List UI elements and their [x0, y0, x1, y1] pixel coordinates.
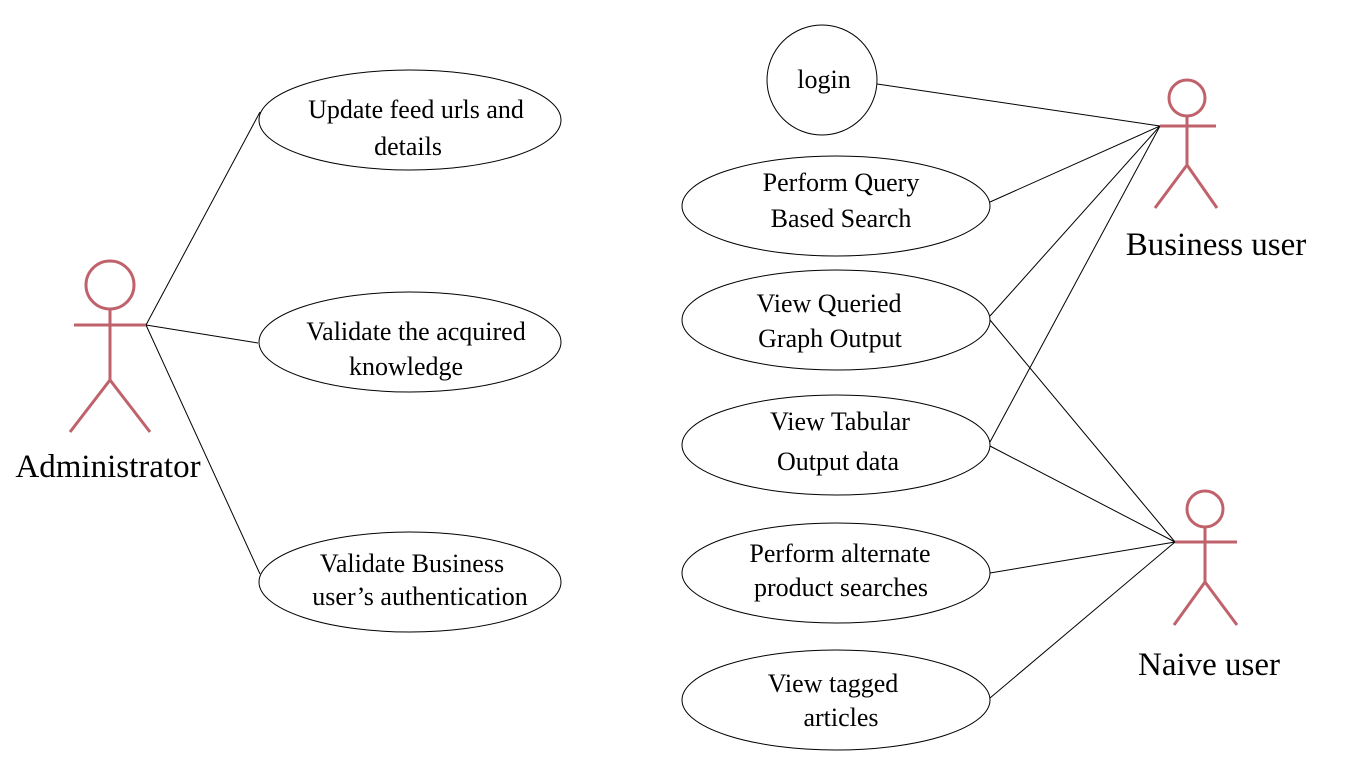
assoc-naive-tagged-articles	[989, 541, 1176, 699]
use-case-alternate-search[interactable]: Perform alternate product searches	[681, 522, 991, 624]
stick-figure-icon	[1172, 489, 1239, 626]
actor-naive-user[interactable]	[1172, 489, 1239, 626]
use-case-label: Output data	[777, 447, 899, 476]
use-case-query-search[interactable]: Perform Query Based Search	[681, 155, 991, 257]
actor-name: Administrator	[15, 449, 200, 485]
actor-business-user[interactable]	[1153, 78, 1219, 209]
use-case-label: details	[374, 132, 442, 161]
use-case-label: View Queried	[757, 289, 902, 318]
use-case-tabular-output[interactable]: View Tabular Output data	[681, 394, 991, 496]
actor-name: Naive user	[1138, 647, 1280, 683]
use-case-label: Perform Query	[763, 168, 920, 197]
actor-administrator[interactable]	[68, 259, 152, 433]
use-case-label: Validate Business	[320, 549, 504, 578]
use-case-label: Perform alternate	[749, 539, 930, 568]
assoc-admin-validate-auth	[145, 324, 261, 575]
use-case-label: View tagged	[768, 669, 899, 698]
associations	[145, 83, 1176, 699]
assoc-business-login	[876, 83, 1161, 127]
assoc-admin-validate-knowledge	[145, 324, 259, 344]
stick-figure-icon	[1153, 78, 1219, 209]
assoc-business-graph-output	[989, 125, 1161, 317]
use-case-login[interactable]: login	[766, 24, 878, 136]
use-case-label: Validate the acquired	[306, 317, 525, 346]
use-case-validate-knowledge[interactable]: Validate the acquired knowledge	[258, 291, 562, 393]
use-case-label: View Tabular	[770, 407, 910, 436]
assoc-admin-update-feed	[145, 111, 261, 326]
use-case-label: Based Search	[771, 204, 912, 233]
assoc-naive-tabular-output	[989, 445, 1176, 543]
use-case-label: Graph Output	[758, 324, 902, 353]
use-case-tagged-articles[interactable]: View tagged articles	[681, 649, 991, 751]
use-case-label: articles	[803, 703, 878, 732]
assoc-naive-alternate-search	[989, 541, 1176, 574]
use-case-update-feed[interactable]: Update feed urls and details	[258, 69, 562, 171]
use-case-label: user’s authentication	[312, 582, 527, 611]
actor-name: Business user	[1126, 227, 1307, 263]
use-case-label: knowledge	[349, 352, 463, 381]
use-case-validate-auth[interactable]: Validate Business user’s authentication	[258, 531, 562, 633]
assoc-business-query-search	[989, 125, 1161, 203]
use-case-label: login	[797, 65, 850, 94]
use-case-label: Update feed urls and	[308, 95, 524, 124]
stick-figure-icon	[68, 259, 152, 433]
assoc-naive-graph-output	[989, 319, 1176, 543]
use-case-graph-output[interactable]: View Queried Graph Output	[681, 269, 991, 371]
assoc-business-tabular-output	[989, 125, 1161, 443]
use-case-label: product searches	[754, 573, 928, 602]
